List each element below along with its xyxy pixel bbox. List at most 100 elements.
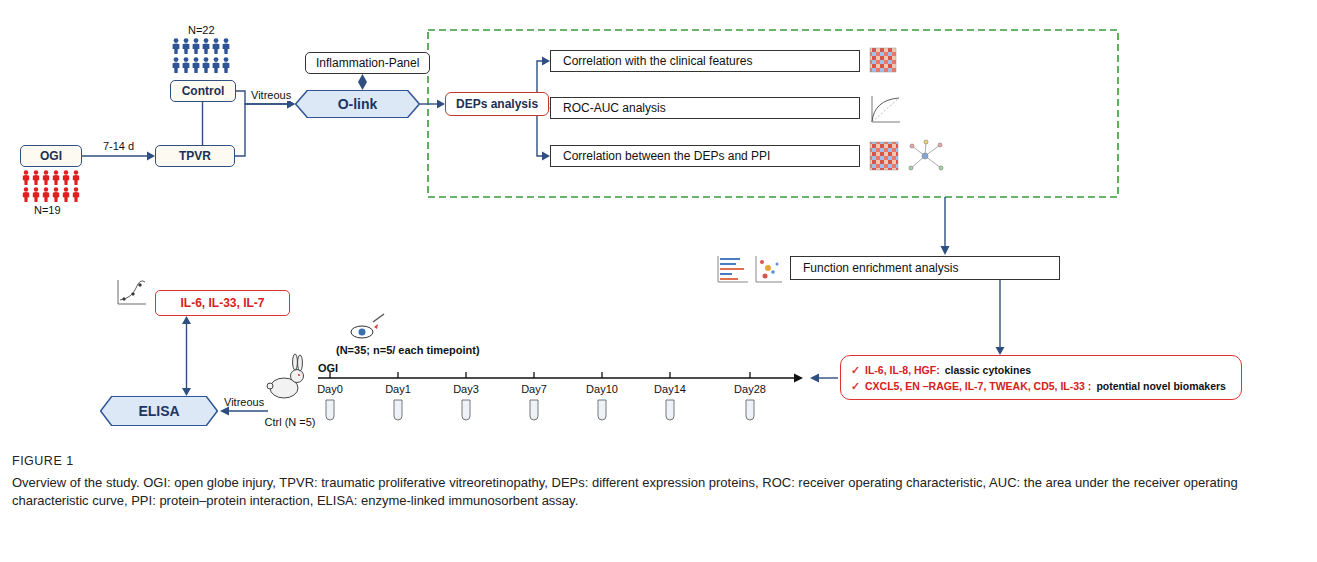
- enrichment-icons-part: [763, 274, 768, 279]
- heatmap-icon: [870, 48, 896, 72]
- flow-arrows-part: [944, 197, 945, 248]
- roc-icon: [872, 96, 900, 122]
- control-people-part: [213, 57, 220, 73]
- timepoint-label: Day0: [317, 383, 343, 395]
- arrowhead: [358, 74, 367, 82]
- elisa-curve-icon: [118, 280, 146, 304]
- enrichment-icons-part: [771, 270, 775, 274]
- network-icon-part: [922, 153, 928, 159]
- analysis-box: Function enrichment analysis: [790, 256, 1060, 280]
- eye-injury-icon-part: [359, 329, 366, 336]
- method-hexagon: O-link: [295, 90, 420, 118]
- hexagon-shape: [101, 396, 218, 425]
- result-text: ✓: [851, 364, 860, 376]
- flow-arrows-part: [227, 410, 268, 411]
- analysis-hub-box: DEPs analysis: [445, 92, 549, 116]
- node-label: OGI: [40, 149, 62, 163]
- procedure-label: OGI: [318, 362, 338, 374]
- enrichment-icons-part: [760, 260, 764, 264]
- group-box: OGI: [20, 145, 82, 167]
- sample-label: Vitreous: [224, 396, 264, 408]
- ogi-people: [23, 170, 79, 202]
- enrichment-icons: [718, 256, 782, 282]
- control-people-part: [193, 38, 200, 54]
- figure-number: FIGURE 1: [12, 454, 74, 468]
- roc-icon-part: [872, 98, 899, 122]
- eye-injury-icon-part: [351, 326, 373, 338]
- timeline-part: [397, 372, 398, 378]
- sample-tubes-part: [666, 400, 674, 420]
- roc-icon-part: [872, 96, 900, 122]
- connector: [82, 152, 155, 161]
- sample-tubes-part: [394, 400, 402, 420]
- analysis-box: Correlation with the clinical features: [550, 50, 860, 72]
- connector: [202, 102, 203, 145]
- node-label: Correlation between the DEPs and PPI: [563, 149, 770, 163]
- elisa-curve-icon-part: [132, 293, 135, 296]
- heatmap-icon-part: [870, 48, 896, 72]
- arrowhead: [182, 316, 191, 324]
- sample-tubes-part: [462, 400, 470, 420]
- ogi-people-part: [43, 187, 49, 202]
- connector-line: [202, 102, 203, 145]
- edge-label: Vitreous: [249, 89, 293, 101]
- arrowhead: [542, 57, 550, 66]
- enrichment-icons-part: [720, 263, 736, 265]
- flow-arrows-part: [817, 377, 838, 378]
- timepoint-label: Day7: [521, 383, 547, 395]
- sample-size: N=19: [34, 204, 61, 216]
- connector-line: [82, 155, 149, 156]
- connector: [358, 74, 367, 90]
- ogi-people-part: [23, 170, 29, 185]
- eye-injury-icon-part: [374, 324, 378, 329]
- elisa-curve-icon-part: [118, 280, 146, 304]
- ogi-people-part: [53, 170, 59, 185]
- rabbit-part: [298, 374, 300, 376]
- figure-caption: Overview of the study. OGI: open globe i…: [12, 474, 1302, 510]
- enrichment-icons-part: [776, 263, 779, 266]
- group-label: Ctrl (N =5): [262, 416, 318, 429]
- timeline-part: [601, 372, 602, 378]
- connector: [182, 316, 191, 396]
- flow-arrows-part: [810, 374, 819, 383]
- connector-line: [235, 104, 289, 156]
- timepoint-label: Day3: [453, 383, 479, 395]
- rabbit-part: [298, 355, 303, 371]
- control-people-part: [183, 38, 190, 54]
- network-icon-part: [909, 166, 913, 170]
- network-icon-part: [924, 140, 928, 144]
- ogi-people-part: [73, 187, 79, 202]
- control-people-part: [173, 57, 180, 73]
- node-label: IL-6, IL-33, IL-7: [180, 296, 264, 310]
- control-people-part: [183, 57, 190, 73]
- result-line: ✓IL-6, IL-8, HGF:classic cytokines: [851, 364, 1036, 376]
- timepoint-label: Day1: [385, 383, 411, 395]
- enrichment-icons-part: [720, 258, 740, 260]
- enrichment-icons-part: [756, 256, 782, 282]
- elisa-curve-icon-part: [139, 284, 142, 287]
- method-hexagon: ELISA: [100, 396, 218, 426]
- connector: [420, 100, 445, 109]
- elisa-curve-icon-part: [123, 298, 126, 301]
- control-people-part: [203, 57, 210, 73]
- analysis-group-frame: [428, 30, 1118, 197]
- control-people-part: [193, 57, 200, 73]
- control-people-part: [173, 38, 180, 54]
- ogi-people-part: [33, 187, 39, 202]
- arrowhead: [358, 82, 367, 90]
- sample-tubes: [326, 400, 754, 420]
- result-text: potential novel biomakers: [1096, 380, 1226, 392]
- result-line: ✓CXCL5, EN –RAGE, IL-7, TWEAK, CD5, IL-3…: [851, 380, 1231, 392]
- panel-box: Inflammation-Panel: [305, 52, 430, 74]
- connector: [235, 100, 295, 157]
- ogi-people-part: [43, 170, 49, 185]
- node-label: TPVR: [179, 149, 211, 163]
- node-label: Correlation with the clinical features: [563, 54, 752, 68]
- rabbit-part: [293, 354, 298, 370]
- enrichment-icons-part: [718, 256, 748, 282]
- control-people-part: [203, 38, 210, 54]
- sample-tubes-part: [326, 400, 334, 420]
- enrichment-icons-part: [720, 268, 744, 270]
- group-box: TPVR: [155, 145, 235, 167]
